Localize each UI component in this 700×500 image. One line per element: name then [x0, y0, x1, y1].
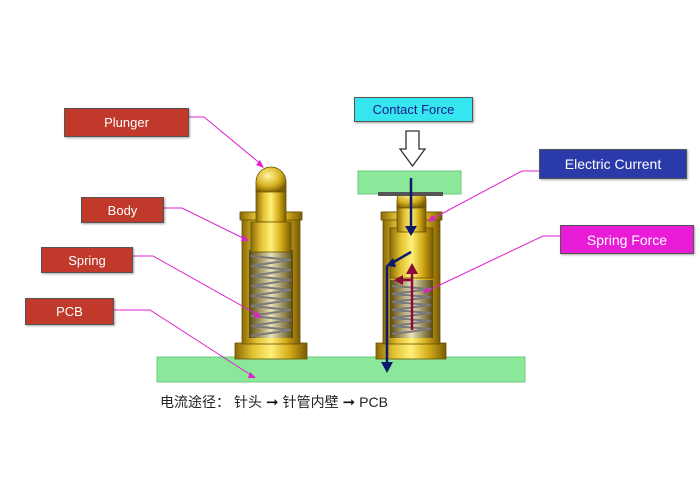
leader-arrowheads [241, 160, 436, 378]
body-label: Body [81, 197, 164, 223]
contact-force-arrow-icon [398, 130, 427, 168]
spring-force-label: Spring Force [560, 225, 694, 254]
left-plunger-collar [250, 221, 292, 253]
caption-prefix: 电流途径： [160, 394, 230, 410]
leader-lines [114, 116, 560, 378]
spring-label: Spring [41, 247, 133, 273]
pcb-board [156, 356, 526, 383]
arrow-right-icon: ➞ [266, 394, 279, 411]
current-path-caption: 电流途径： 针头 ➞ 针管内壁 ➞ PCB [160, 392, 520, 412]
caption-step-1: 针头 [234, 394, 262, 410]
pcb-label: PCB [25, 298, 114, 325]
left-plunger-shaft [255, 189, 287, 223]
contact-force-label: Contact Force [354, 97, 473, 122]
right-pin-spring [391, 285, 432, 335]
arrow-right-icon: ➞ [342, 394, 356, 411]
spring-force-arrows [394, 263, 418, 330]
left-pin-base-flange [234, 342, 308, 360]
contact-board [357, 170, 462, 195]
electric-current-path [381, 178, 417, 373]
caption-step-2: 针管内壁 [282, 394, 339, 410]
left-pin-spring [250, 255, 292, 337]
left-plunger-tip [255, 166, 287, 193]
plunger-label: Plunger [64, 108, 189, 137]
electric-current-label: Electric Current [539, 149, 687, 179]
caption-step-3: PCB [359, 394, 388, 410]
left-pogo-pin [234, 166, 308, 360]
